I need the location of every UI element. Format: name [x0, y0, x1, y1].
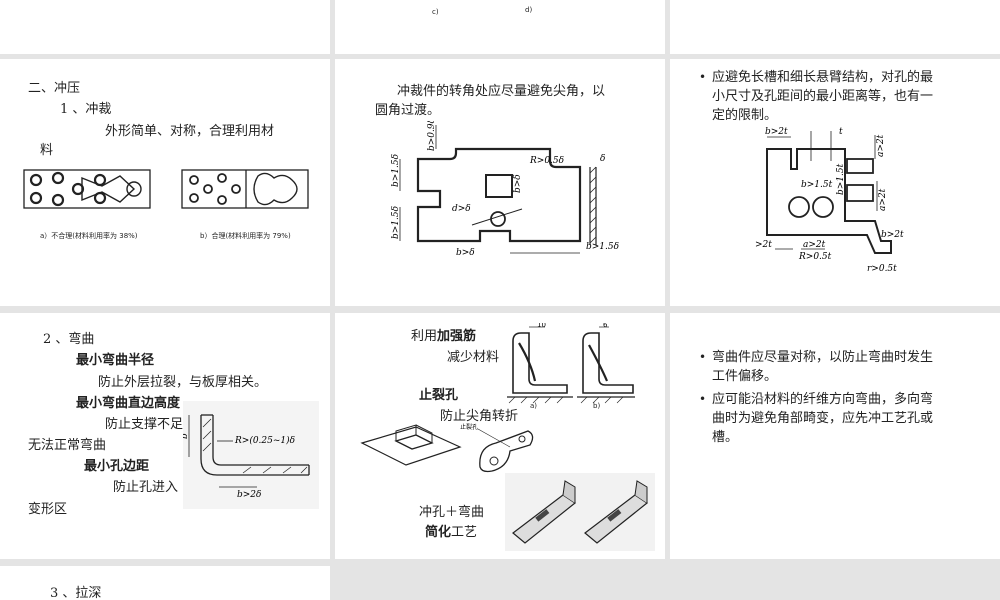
rib-bracket-figures: 10 6 — [507, 323, 635, 404]
text-line: 外形简单、对称，合理利用材 — [105, 124, 275, 139]
slide-bending: 2 、弯曲 最小弯曲半径 防止外层拉裂，与板厚相关。 最小弯曲直边高度 防止支撑… — [0, 313, 330, 559]
text-line: 料 — [40, 143, 54, 158]
slide-deep-drawing: 3 、拉深 — [0, 566, 330, 600]
text-line: 防止外层拉裂，与板厚相关。 — [98, 375, 268, 390]
dim-b-1-5-left: b>1.5δ — [391, 206, 401, 239]
term-simplify: 简化 — [425, 525, 452, 540]
caption-a: a) — [530, 402, 538, 410]
text-line: 圆角过渡。 — [375, 103, 441, 118]
bullet-list: 弯曲件应尽量对称，以防止弯曲时发生 工件偏移。 应可能沿材料的纤维方向弯曲，多向… — [698, 348, 933, 449]
text-line: 变形区 — [28, 502, 68, 517]
dim-b-1-5t-a: b>1.5t — [801, 180, 833, 190]
bullet-list: 应避免长槽和细长悬臂结构，对孔的最 小尺寸及孔距间的最小距离等，也有一 定的限制… — [698, 68, 933, 127]
dim-b-2t-right: b>2t — [881, 230, 904, 240]
text-line: 防止支撑不足 — [105, 417, 184, 432]
dim-bend-radius: R>(0.25~1)δ — [234, 435, 295, 446]
dim-r-0-5t: R>0.5t — [798, 252, 832, 262]
term-min-hole-distance: 最小孔边距 — [84, 459, 150, 474]
dim-t: t — [839, 127, 843, 137]
text-simplify: 简化工艺 — [425, 525, 478, 540]
dim-small-r-0-5t: r>0.5t — [867, 264, 897, 273]
dim-flange: b>2δ — [237, 490, 261, 500]
dim-b-delta-bottom: b>δ — [456, 248, 475, 258]
caption-c: c) — [432, 8, 439, 16]
dim-delta: δ — [600, 154, 605, 164]
text-use: 利用加强筋 — [411, 329, 477, 344]
slide-symmetry: 弯曲件应尽量对称，以防止弯曲时发生 工件偏移。 应可能沿材料的纤维方向弯曲，多向… — [670, 313, 1000, 559]
label-relief-hole: 止裂孔 — [460, 423, 478, 431]
subheading-bending: 2 、弯曲 — [43, 332, 95, 347]
caption-b: b）合理(材料利用率为 79%) — [200, 232, 291, 240]
dim-6: 6 — [603, 323, 608, 329]
subheading-blanking: 1 、冲裁 — [60, 102, 112, 117]
dim-r-0-5: R>0.5δ — [529, 156, 564, 166]
heading-stamping: 二、冲压 — [28, 81, 81, 96]
caption-a: a）不合理(材料利用率为 38%) — [40, 232, 138, 240]
dim-10: 10 — [537, 323, 546, 329]
caption-d: d) — [525, 6, 533, 14]
dim-gt-2t: >2t — [755, 240, 772, 250]
text-line: 防止孔进入 — [113, 480, 179, 495]
dim-a-2t-bottom: a>2t — [803, 240, 826, 250]
dim-b-delta: b>δ — [513, 174, 523, 193]
bend-radius-diagram: b R>(0.25~1)δ b>2δ — [183, 401, 319, 509]
bullet-item: 弯曲件应尽量对称，以防止弯曲时发生 工件偏移。 — [699, 348, 933, 386]
slot-hole-diagram: b>2t t a>2t b>1.5t b>1.5t a>2t >2t a>2t … — [755, 127, 904, 273]
svg-text:b: b — [183, 433, 190, 439]
bullet-item: 应可能沿材料的纤维方向弯曲，多向弯 曲时为避免角部畸变，应先冲工艺孔或 槽。 — [699, 390, 933, 447]
slide-slot-limits: 应避免长槽和细长悬臂结构，对孔的最 小尺寸及孔距间的最小距离等，也有一 定的限制… — [670, 59, 1000, 306]
caption-b: b) — [593, 402, 601, 410]
term-min-flange-height: 最小弯曲直边高度 — [76, 396, 181, 411]
term-min-bend-radius: 最小弯曲半径 — [76, 353, 155, 368]
text-line: 冲孔＋弯曲 — [419, 505, 485, 520]
dim-b-0-9: b>0.9δ — [427, 121, 437, 151]
dim-b-2t: b>2t — [765, 127, 788, 137]
bullet-item: 应避免长槽和细长悬臂结构，对孔的最 小尺寸及孔距间的最小距离等，也有一 定的限制… — [699, 68, 933, 125]
punch-bend-photo — [505, 473, 655, 551]
slide-top-middle: c) d) — [335, 0, 665, 54]
blanking-corner-diagram: b>1.5δ b>0.9δ R>0.5δ δ b>δ d>δ b>1.5δ b>… — [391, 121, 619, 258]
dim-b-1-5: b>1.5δ — [391, 154, 401, 187]
slide-rib-relief: 利用加强筋 减少材料 止裂孔 防止尖角转折 冲孔＋弯曲 简化工艺 10 6 a)… — [335, 313, 665, 559]
dim-b-1-5t-b: b>1.5t — [836, 163, 846, 195]
blank-layout-figure-a — [23, 169, 151, 209]
text-line: 减少材料 — [447, 350, 500, 365]
relief-hole-figures: 止裂孔 — [360, 423, 534, 473]
slide-corner-rounding: 冲裁件的转角处应尽量避免尖角，以 圆角过渡。 b>1.5δ b>0.9δ R>0… — [335, 59, 665, 306]
dim-d-delta: d>δ — [452, 204, 471, 214]
subheading-deep-drawing: 3 、拉深 — [50, 586, 102, 600]
blank-layout-figure-b — [181, 169, 309, 209]
text-line: 防止尖角转折 — [440, 409, 519, 424]
dim-a-2t-right: a>2t — [878, 188, 888, 211]
slide-top-left — [0, 0, 330, 54]
text-line: 冲裁件的转角处应尽量避免尖角，以 — [397, 84, 606, 99]
term-reinforcing-rib: 加强筋 — [437, 329, 477, 344]
term-relief-hole: 止裂孔 — [419, 388, 459, 403]
slide-stamping: 二、冲压 1 、冲裁 外形简单、对称，合理利用材 料 a）不合理(材料利用率为 … — [0, 59, 330, 306]
dim-a-2t-top: a>2t — [876, 134, 886, 157]
slide-top-right — [670, 0, 1000, 54]
dim-b-1-5-right: b>1.5δ — [586, 242, 619, 252]
text-line: 无法正常弯曲 — [28, 438, 107, 453]
